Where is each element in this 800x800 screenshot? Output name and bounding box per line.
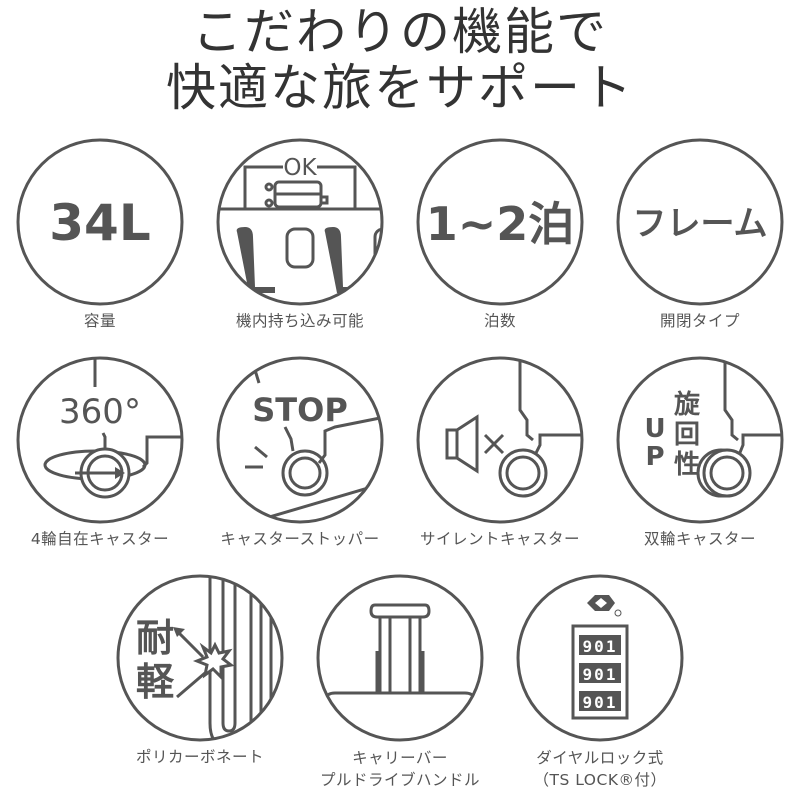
feature-label: サイレントキャスター: [419, 530, 580, 548]
svg-text:1~2泊: 1~2泊: [426, 197, 575, 251]
svg-text:901: 901: [583, 693, 618, 712]
caster-stopper-icon: STOP: [216, 356, 384, 524]
svg-text:901: 901: [583, 665, 618, 684]
svg-text:フレーム: フレーム: [633, 204, 768, 244]
feature-label: 機内持ち込み可能: [235, 312, 364, 330]
feature-capacity: 34L 容量: [0, 137, 200, 332]
feature-label: 容量: [83, 312, 116, 330]
svg-text:STOP: STOP: [252, 391, 348, 429]
silent-caster-icon: [416, 356, 584, 524]
page-title-line2: 快適な旅をサポート: [166, 59, 634, 117]
ts-lock-logo-icon: [587, 595, 622, 617]
feature-carry-on: OK 機内持ち込み可能: [200, 137, 400, 332]
double-caster-icon: U P 旋 回 性: [616, 356, 784, 524]
svg-text:P: P: [645, 442, 664, 472]
feature-label: ポリカーボネート: [135, 748, 264, 766]
svg-text:34L: 34L: [49, 194, 150, 252]
feature-360-caster: 360° 4輪自在キャスター: [0, 355, 200, 550]
360-caster-icon: 360°: [16, 356, 184, 524]
svg-text:旋: 旋: [674, 390, 701, 420]
feature-caster-stopper: STOP キャスターストッパー: [200, 355, 400, 550]
feature-label: 双輪キャスター: [643, 530, 756, 548]
feature-label: キャリーバー: [352, 749, 448, 767]
feature-label: ダイヤルロック式: [536, 749, 664, 767]
polycarbonate-icon: 耐 軽: [116, 574, 284, 742]
svg-text:軽: 軽: [136, 660, 175, 704]
feature-label-line2: （TS LOCK®付）: [533, 771, 667, 789]
frame-icon: フレーム: [616, 138, 784, 306]
svg-text:性: 性: [674, 450, 700, 480]
feature-label: キャスターストッパー: [220, 530, 380, 548]
carry-bar-icon: [316, 574, 484, 742]
svg-text:耐: 耐: [136, 616, 174, 660]
feature-carry-bar: キャリーバー プルドライブハンドル: [300, 573, 500, 791]
feature-label: 4輪自在キャスター: [30, 530, 170, 548]
page-title-line1: こだわりの機能で: [192, 3, 608, 61]
feature-frame: フレーム 開閉タイプ: [600, 137, 800, 332]
feature-label-line2: プルドライブハンドル: [319, 771, 480, 789]
feature-nights: 1~2泊 泊数: [400, 137, 600, 332]
feature-label: 開閉タイプ: [659, 312, 740, 330]
feature-dial-lock: 901 901 901 ダイヤルロック式 （TS LOCK®付）: [500, 573, 700, 791]
feature-polycarbonate: 耐 軽 ポリカーボネート: [100, 573, 300, 768]
carry-on-icon: OK: [216, 138, 384, 306]
dial-lock-icon: 901 901 901: [516, 574, 684, 742]
nights-icon: 1~2泊: [416, 138, 584, 306]
svg-text:回: 回: [674, 420, 700, 450]
feature-silent-caster: サイレントキャスター: [400, 355, 600, 550]
capacity-icon: 34L: [16, 138, 184, 306]
svg-text:360°: 360°: [59, 392, 141, 432]
feature-double-caster: U P 旋 回 性 双輪キャスター: [600, 355, 800, 550]
svg-text:901: 901: [583, 637, 618, 656]
svg-text:U: U: [644, 414, 665, 444]
svg-text:OK: OK: [283, 155, 317, 181]
feature-label: 泊数: [483, 312, 516, 330]
